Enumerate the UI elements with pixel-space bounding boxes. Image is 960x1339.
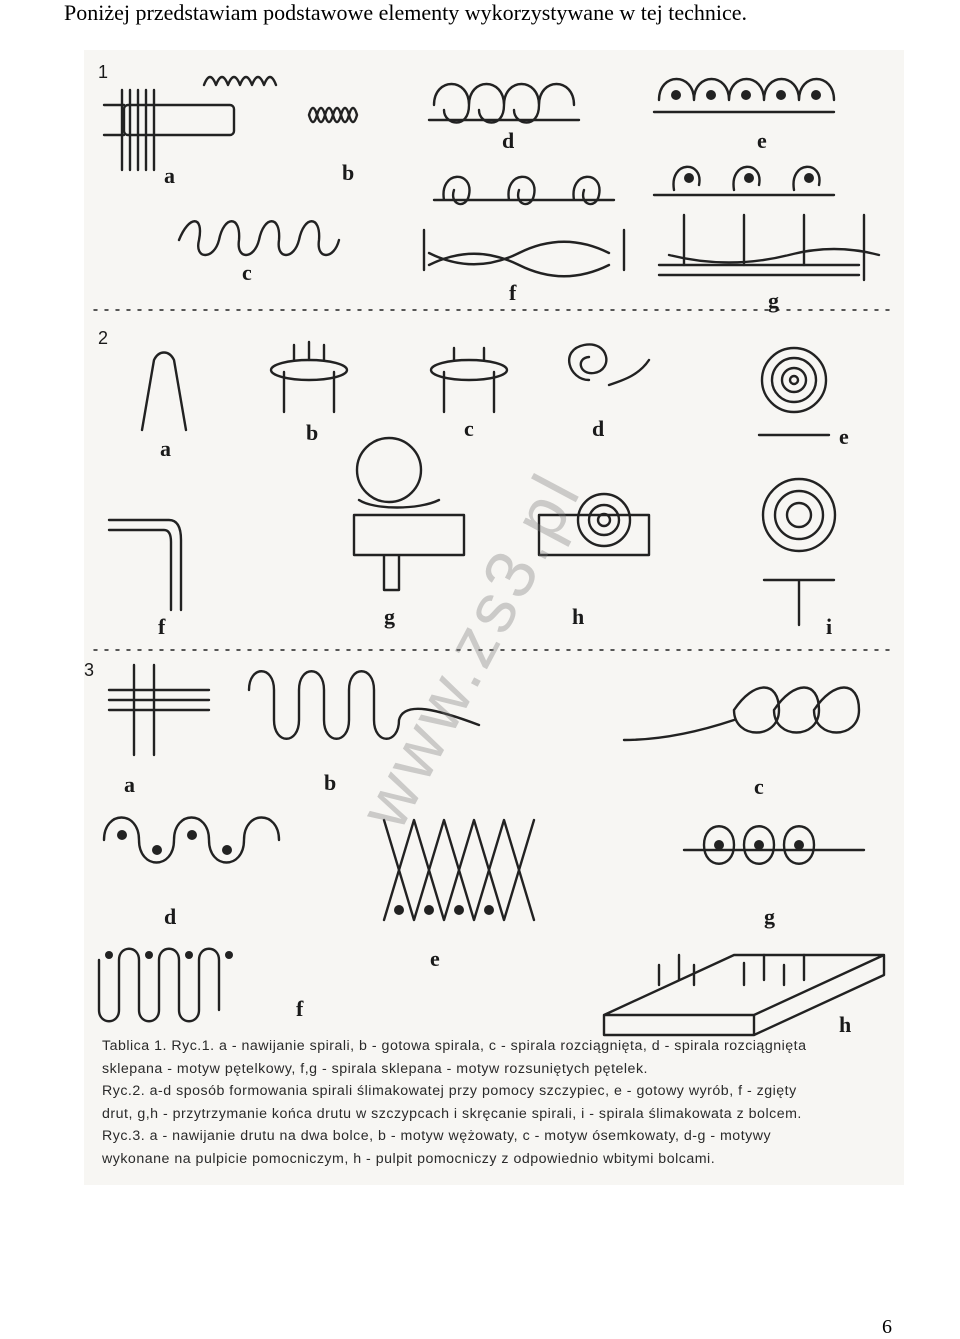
- fig3-e-zigzag: [382, 818, 536, 922]
- scanned-illustration-plate: 1 2 3 a b c d e f g a b c d e f g h i a …: [84, 50, 904, 1185]
- fig3-label-f: f: [296, 996, 304, 1021]
- fig1-label-f: f: [509, 280, 517, 305]
- caption-line: sklepana - motyw pętelkowy, f,g - spiral…: [102, 1060, 648, 1077]
- section-number-1: 1: [98, 62, 109, 82]
- fig1-c-stretched-spiral: [177, 220, 341, 257]
- fig2-i-spiral-with-pin: [761, 477, 837, 627]
- fig2-a-pliers: [140, 351, 188, 432]
- fig1-label-a: a: [164, 163, 175, 188]
- fig3-dots: [105, 830, 804, 959]
- fig1-f-chain: [422, 228, 626, 278]
- fig3-label-h: h: [839, 1012, 852, 1037]
- fig3-label-e: e: [430, 946, 440, 971]
- fig1-label-b: b: [342, 160, 355, 185]
- fig3-f-meander: [97, 947, 221, 1023]
- caption-line: wykonane na pulpicie pomocniczym, h - pu…: [102, 1150, 716, 1167]
- fig2-b-c-forming: [269, 340, 509, 414]
- fig1-a-coil: [202, 75, 278, 87]
- fig3-label-a: a: [124, 772, 135, 797]
- fig1-g-pins: [657, 213, 881, 282]
- fig3-a-two-pins: [107, 663, 211, 757]
- fig2-label-a: a: [160, 436, 171, 461]
- fig3-c-figure-eight: [622, 686, 861, 742]
- section-number-2: 2: [98, 328, 109, 348]
- fig3-label-b: b: [324, 770, 337, 795]
- fig3-label-d: d: [164, 904, 177, 929]
- fig3-b-snake: [247, 670, 481, 740]
- fig2-label-i: i: [826, 614, 833, 639]
- page-number: 6: [882, 1316, 892, 1338]
- fig1-e-dots: [671, 90, 821, 183]
- page-heading: Poniżej przedstawiam podstawowe elementy…: [64, 0, 747, 25]
- fig2-label-h: h: [572, 604, 585, 629]
- fig2-label-e: e: [839, 424, 849, 449]
- fig1-label-c: c: [242, 260, 252, 285]
- fig1-d-loops: [427, 82, 616, 206]
- fig3-label-g: g: [764, 904, 775, 929]
- fig1-e-loops: [652, 77, 836, 197]
- fig1-b-spiral: [307, 106, 359, 124]
- fig2-e-spiral: [757, 346, 831, 437]
- fig2-label-c: c: [464, 416, 474, 441]
- fig1-label-d: d: [502, 128, 515, 153]
- fig3-h-pin-board: [602, 953, 886, 1037]
- fig1-a-winding-rod: [102, 88, 236, 172]
- fig2-label-f: f: [158, 614, 166, 639]
- caption-line: Ryc.2. a-d sposób formowania spirali śli…: [102, 1083, 797, 1099]
- fig2-h-vise: [537, 492, 651, 557]
- wire-technique-drawings: [93, 75, 895, 1037]
- caption-line: Ryc.3. a - nawijanie drutu na dwa bolce,…: [102, 1128, 772, 1144]
- section-number-3: 3: [84, 660, 95, 680]
- fig2-d-spiral: [568, 343, 651, 387]
- fig2-g-vise: [352, 436, 466, 592]
- fig2-label-g: g: [384, 604, 395, 629]
- fig1-label-e: e: [757, 128, 767, 153]
- caption-line: drut, g,h - przytrzymanie końca drutu w …: [102, 1105, 802, 1122]
- fig3-d-motif: [102, 816, 281, 864]
- fig2-label-d: d: [592, 416, 605, 441]
- fig3-g-motif: [682, 825, 866, 865]
- caption-line: Tablica 1. Ryc.1. a - nawijanie spirali,…: [102, 1038, 807, 1054]
- fig1-label-g: g: [768, 288, 779, 313]
- fig2-label-b: b: [306, 420, 319, 445]
- fig2-f-bent-wire: [107, 518, 183, 612]
- fig3-label-c: c: [754, 774, 764, 799]
- plate-caption: Tablica 1. Ryc.1. a - nawijanie spirali,…: [102, 1035, 902, 1170]
